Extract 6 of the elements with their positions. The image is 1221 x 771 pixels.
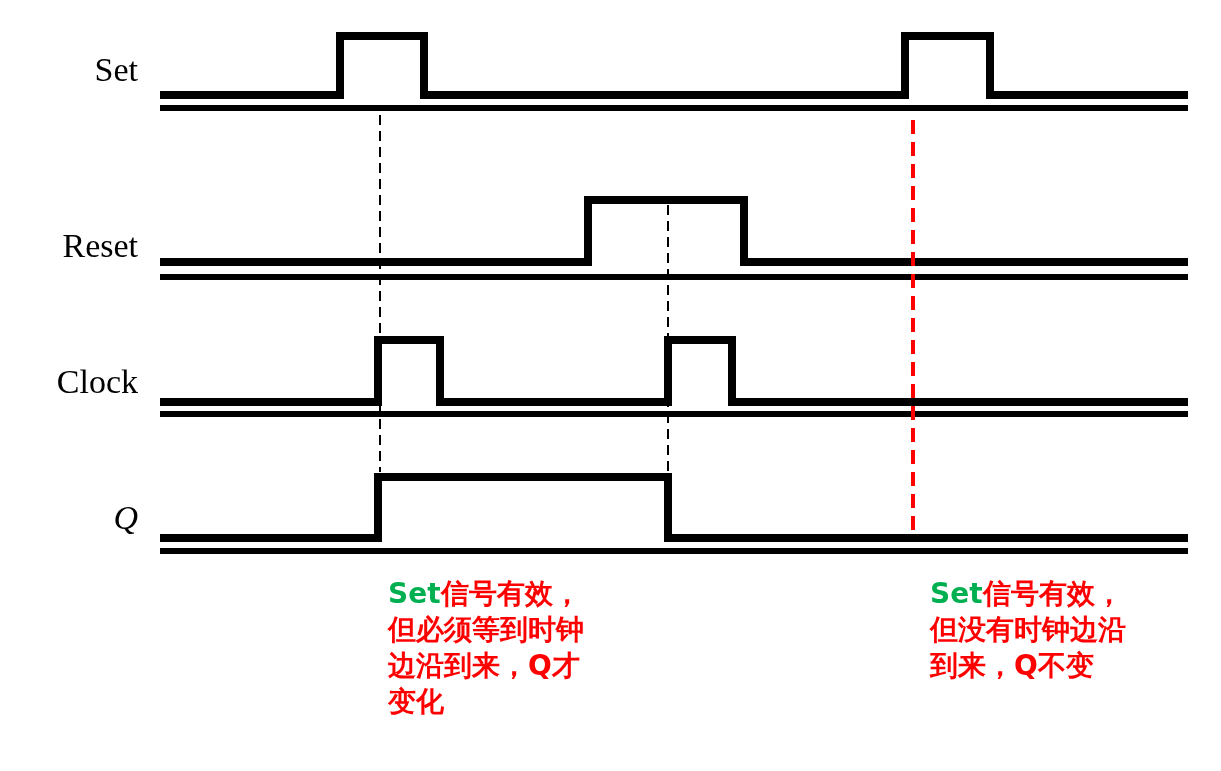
signal-name: Reset <box>62 229 138 263</box>
annotation-note: Set信号有效，但没有时钟边沿到来，Q不变 <box>930 576 1127 684</box>
signal-name: Q <box>113 501 138 535</box>
annotation-note: Set信号有效，但必须等到时钟边沿到来，Q才变化 <box>388 576 585 720</box>
signal-name: Set <box>94 53 138 87</box>
signal-name: Clock <box>56 365 138 399</box>
